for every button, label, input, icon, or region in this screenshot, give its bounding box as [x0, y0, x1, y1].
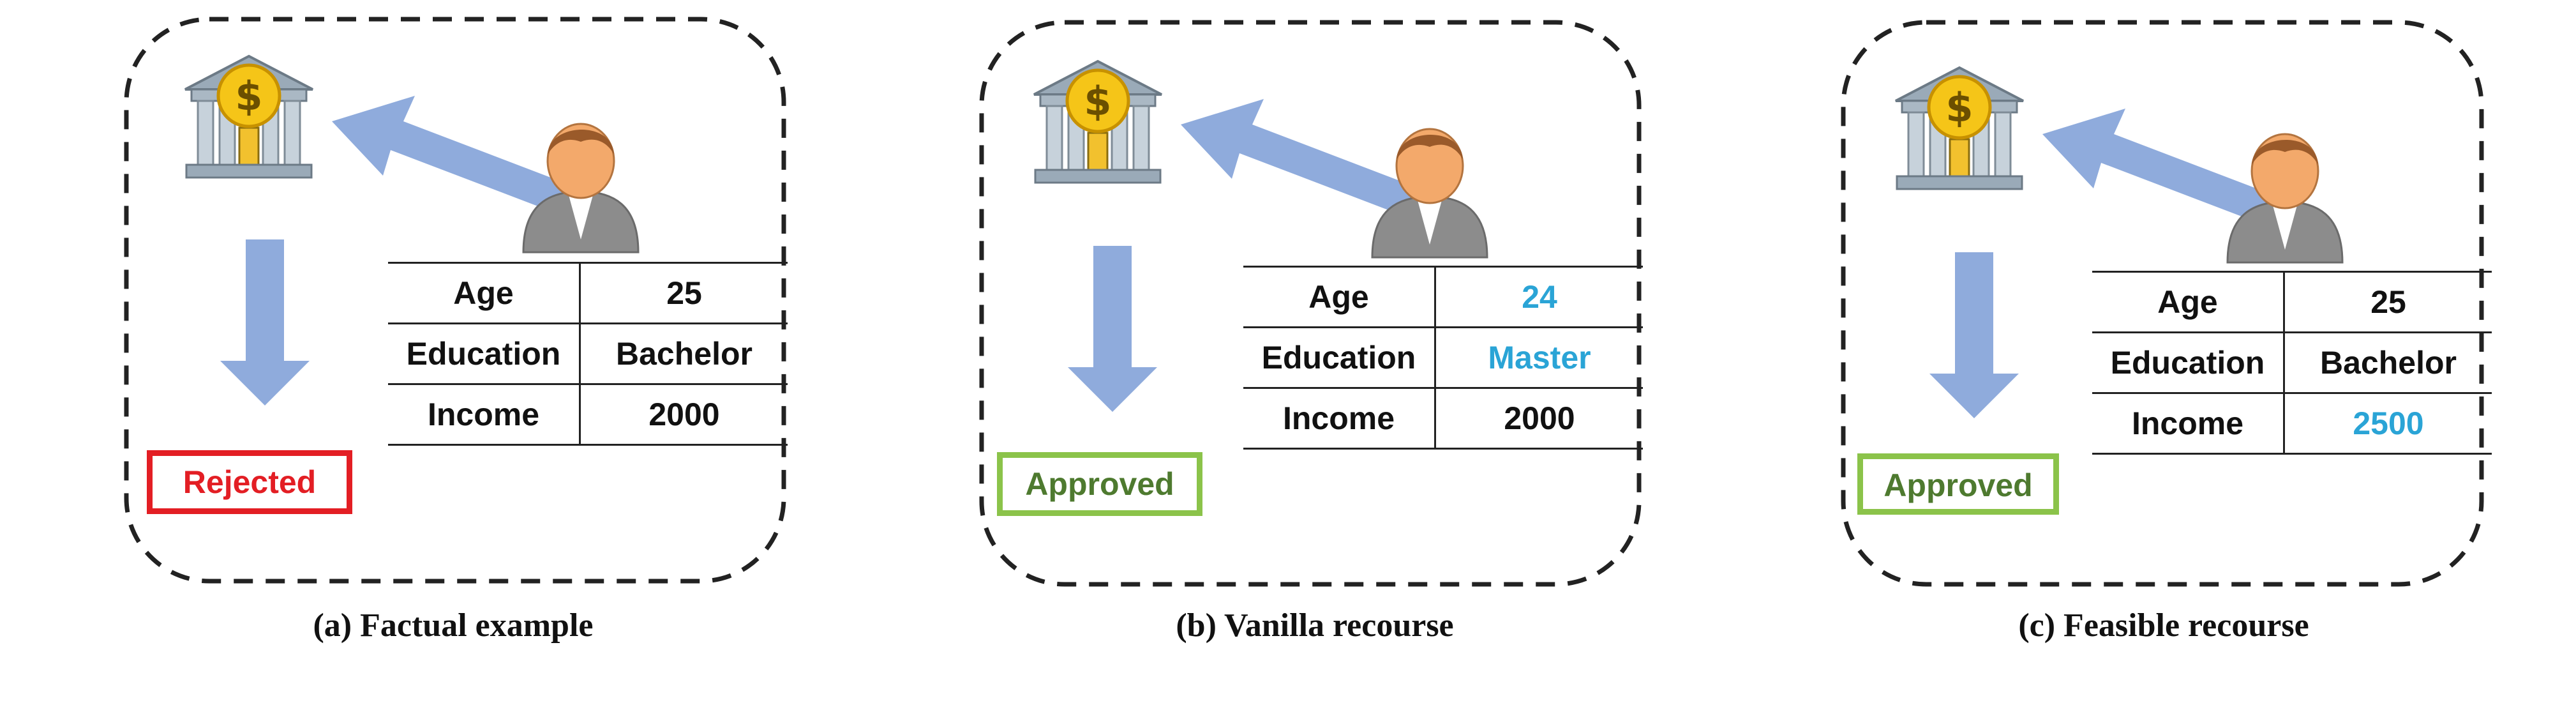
- table-row: Education Bachelor: [388, 323, 788, 384]
- dashed-border: [1841, 20, 2484, 587]
- panel-caption: (a) Factual example: [313, 607, 594, 644]
- decision-badge: Rejected: [147, 450, 352, 514]
- feature-table: Age 24 Education Master Income 2000: [1243, 266, 1643, 450]
- panel-factual: $ Age 25 Education Bachelor Income: [121, 0, 951, 705]
- decision-badge: Approved: [1857, 453, 2059, 515]
- feature-value: 25: [666, 275, 702, 311]
- feature-table: Age 25 Education Bachelor Income 2000: [388, 262, 788, 446]
- bank-icon: $: [1895, 66, 2024, 190]
- dashed-frame: $ Age 24 Education Master Income 20: [977, 0, 1806, 639]
- feature-value: Bachelor: [616, 336, 753, 372]
- feature-value-changed: 2500: [2353, 406, 2424, 441]
- feature-table: Age 25 Education Bachelor Income 2500: [2092, 271, 2492, 455]
- feature-value: Bachelor: [2320, 345, 2457, 381]
- dashed-frame: $ Age 25 Education Bachelor Income: [121, 0, 951, 639]
- bank-icon: $: [1033, 59, 1162, 184]
- table-row: Income 2000: [1243, 388, 1643, 449]
- feature-name: Age: [1243, 266, 1436, 328]
- arrow-icon: [220, 239, 310, 406]
- feature-name: Education: [2092, 332, 2285, 393]
- arrow-icon: [1181, 99, 1462, 233]
- dollar-symbol: $: [1084, 78, 1111, 125]
- table-row: Age 24: [1243, 266, 1643, 328]
- feature-name: Income: [2092, 393, 2285, 454]
- table-row: Education Bachelor: [2092, 332, 2492, 393]
- feature-name: Age: [2092, 271, 2285, 333]
- panel-feasible: $ Age 25 Education Bachelor Income: [1838, 0, 2576, 705]
- panel-caption: (b) Vanilla recourse: [1176, 607, 1454, 644]
- decision-badge: Approved: [997, 452, 1202, 516]
- panel-caption: (c) Feasible recourse: [2018, 607, 2309, 644]
- arrow-icon: [332, 96, 613, 230]
- feature-value: 25: [2370, 284, 2406, 320]
- table-row: Age 25: [2092, 271, 2492, 333]
- person-icon: [2226, 133, 2344, 264]
- feature-value-changed: Master: [1488, 340, 1591, 375]
- arrow-icon: [1068, 246, 1157, 412]
- feature-value: 2000: [648, 397, 720, 432]
- feature-name: Income: [388, 384, 581, 445]
- feature-value: 2000: [1504, 400, 1575, 436]
- table-row: Age 25: [388, 262, 788, 324]
- dashed-frame: $ Age 25 Education Bachelor Income: [1838, 0, 2576, 639]
- table-row: Income 2000: [388, 384, 788, 445]
- bank-icon: $: [184, 54, 313, 179]
- feature-name: Income: [1243, 388, 1436, 449]
- table-row: Education Master: [1243, 327, 1643, 388]
- dollar-symbol: $: [235, 73, 262, 119]
- panel-vanilla: $ Age 24 Education Master Income 20: [977, 0, 1806, 705]
- table-row: Income 2500: [2092, 393, 2492, 454]
- dollar-symbol: $: [1945, 84, 1973, 131]
- feature-value-changed: 24: [1522, 279, 1557, 315]
- person-icon: [1371, 128, 1488, 259]
- feature-name: Education: [388, 323, 581, 384]
- arrow-icon: [1929, 252, 2019, 418]
- feature-name: Education: [1243, 327, 1436, 388]
- feature-name: Age: [388, 262, 581, 324]
- person-icon: [522, 123, 640, 254]
